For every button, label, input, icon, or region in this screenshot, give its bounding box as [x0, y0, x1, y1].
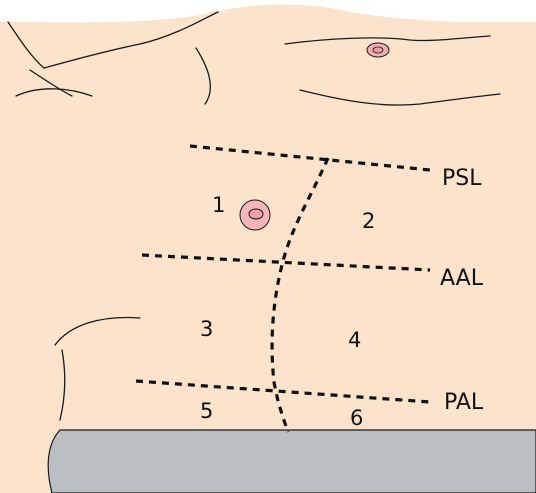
region-3: 3 — [200, 317, 213, 341]
label-psl: PSL — [442, 166, 482, 191]
label-aal: AAL — [440, 266, 484, 291]
label-pal: PAL — [444, 390, 484, 415]
torso-skin — [0, 4, 536, 493]
nipple — [240, 200, 270, 230]
region-2: 2 — [362, 209, 375, 233]
region-5: 5 — [200, 399, 213, 423]
region-4: 4 — [348, 328, 361, 352]
region-6: 6 — [350, 406, 363, 430]
drape — [48, 430, 536, 493]
contralateral-nipple — [367, 43, 389, 57]
region-1: 1 — [212, 193, 225, 217]
